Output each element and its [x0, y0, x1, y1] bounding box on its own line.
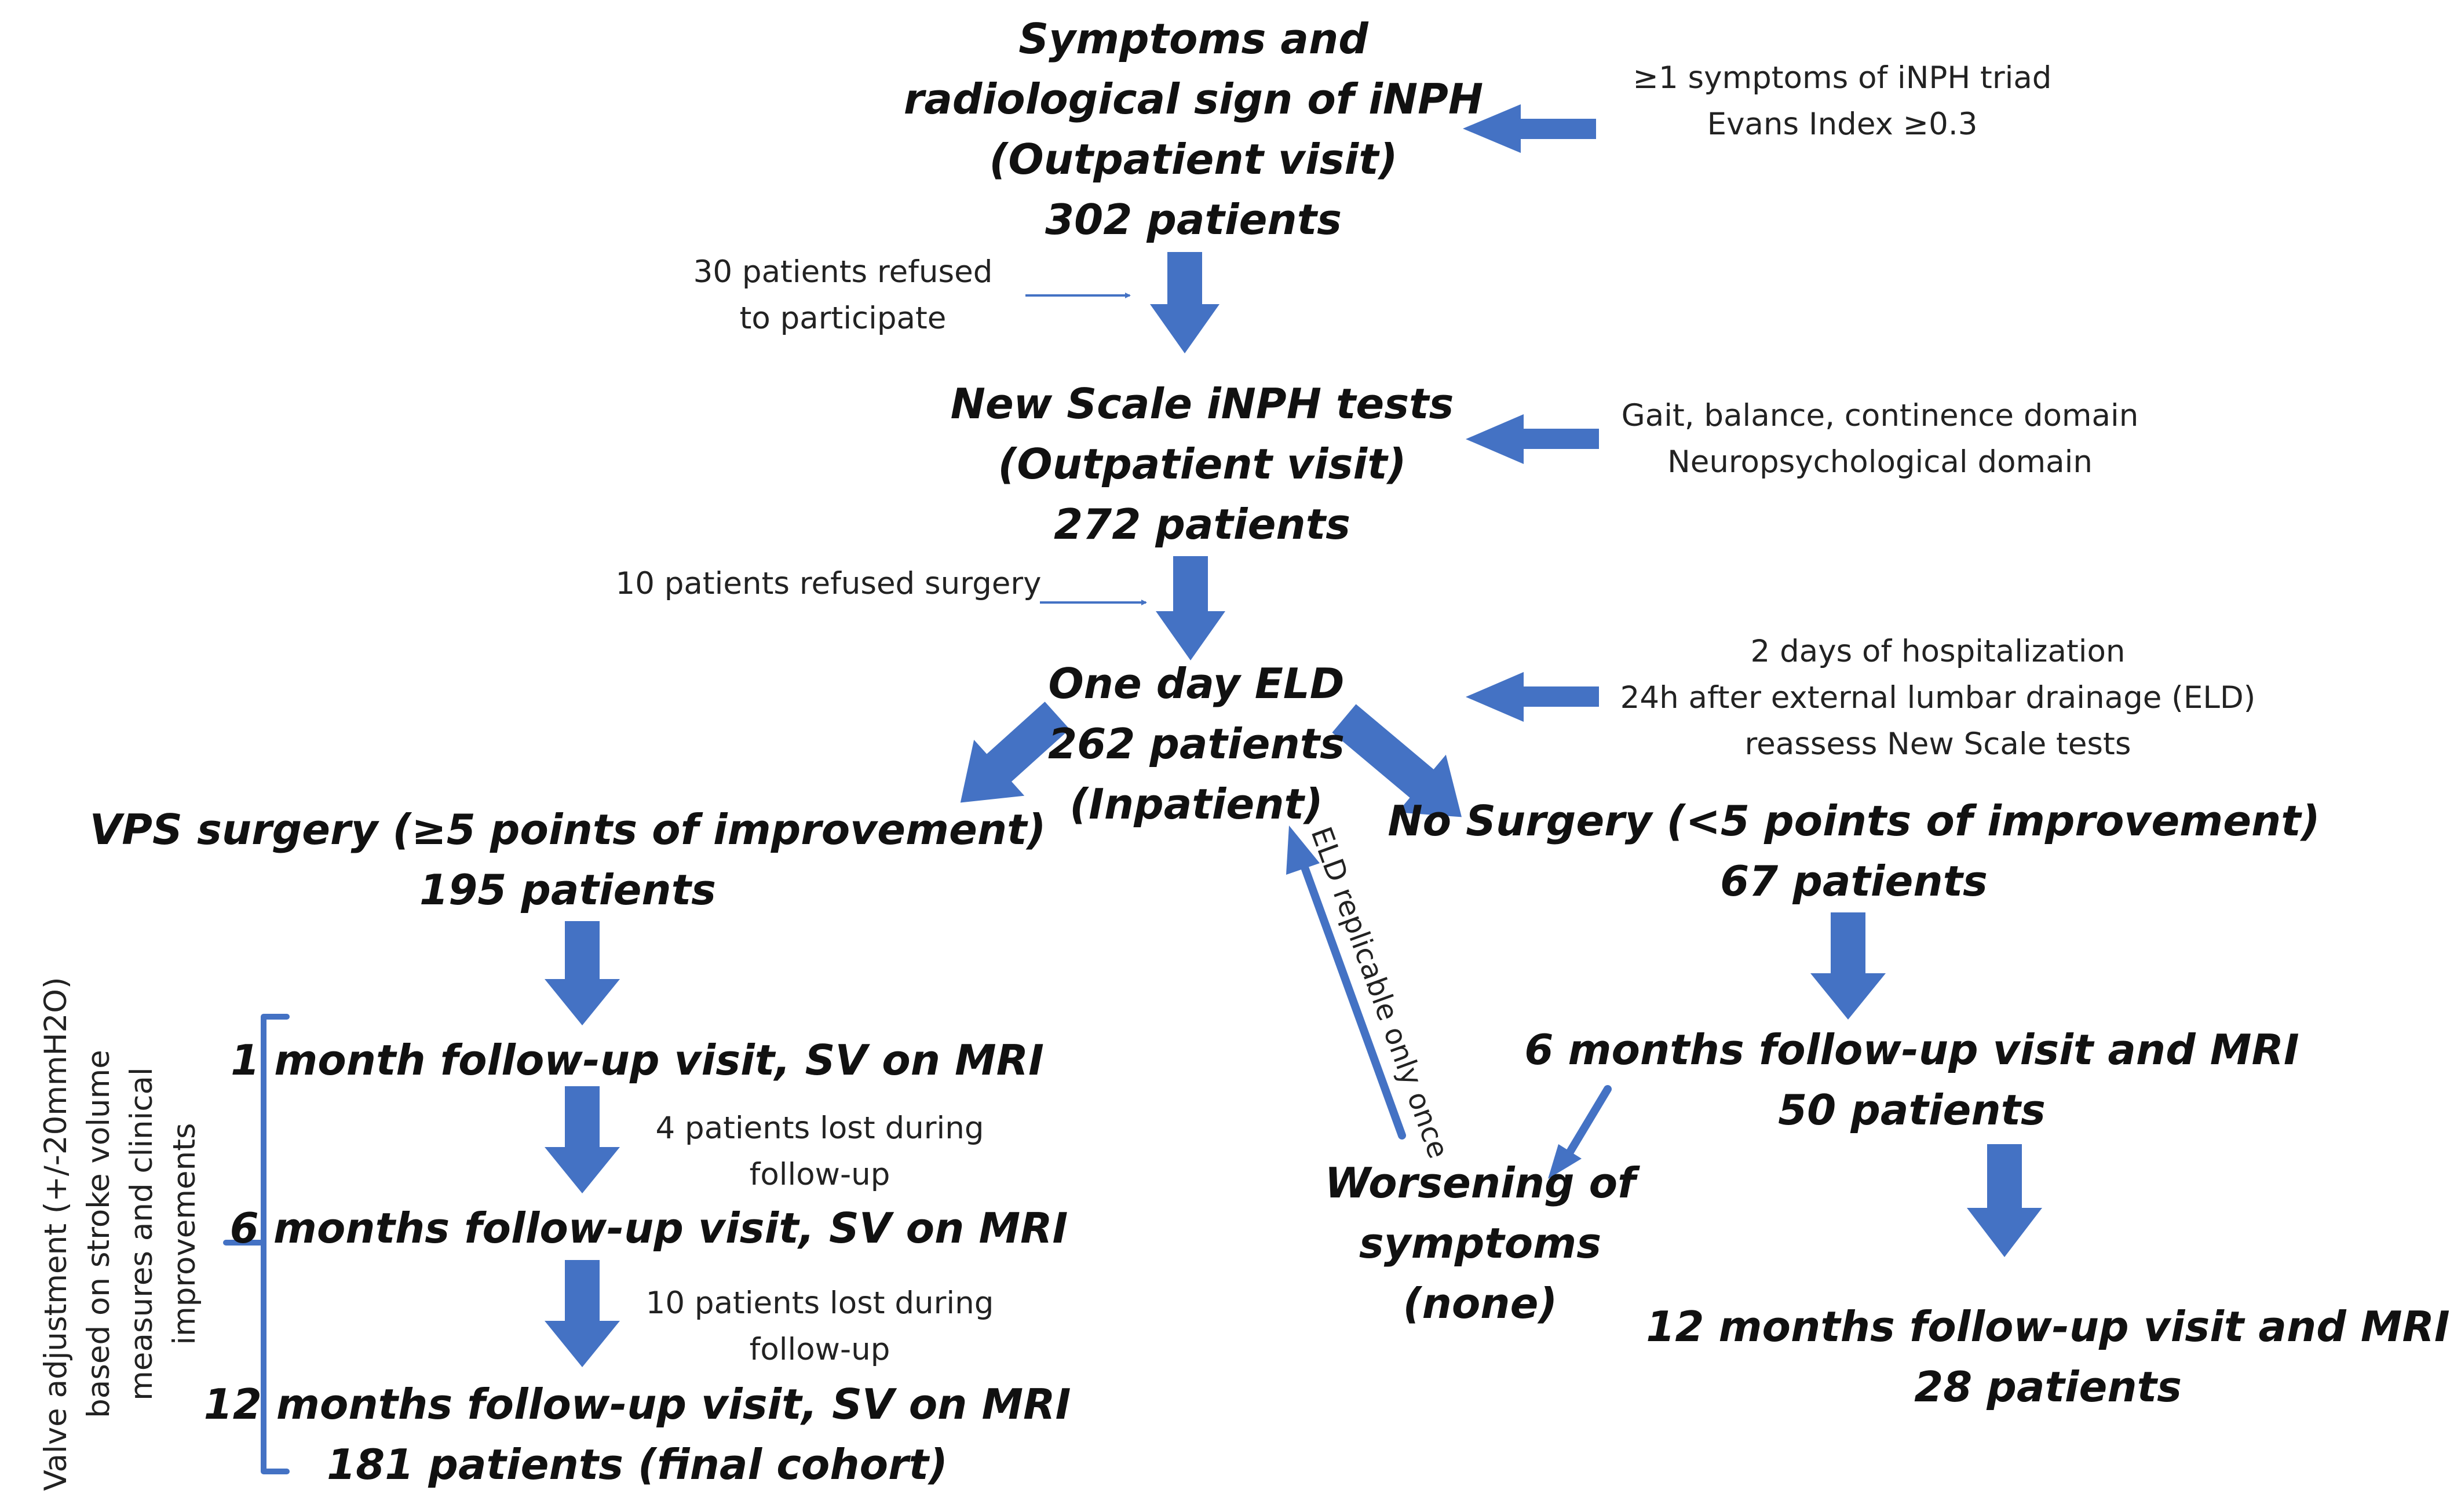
node-ns-6-months-line: 50 patients [1778, 1086, 2046, 1134]
arrow-vps-to-1m [545, 921, 620, 1025]
note-refused-participate-line: to participate [739, 301, 947, 336]
node-symptoms-line: Symptoms and [1018, 14, 1368, 63]
note-lost-10-line: 10 patients lost during [645, 1285, 994, 1321]
node-vps-6-months-line: 6 months follow-up visit, SV on MRI [229, 1204, 1068, 1252]
arrow-6m-to-12m [545, 1260, 620, 1367]
arrow-ns6m-to-ns12m [1967, 1144, 2042, 1257]
note-criteria-line: ≥1 symptoms of iNPH triad [1633, 60, 2052, 96]
node-vps-6-months: 6 months follow-up visit, SV on MRI [230, 1198, 1068, 1258]
node-no-surgery-line: 67 patients [1720, 857, 1988, 905]
note-refused-participate-line: 30 patients refused [693, 254, 993, 290]
arrows-layer [223, 104, 2042, 1474]
arrow-nosurgery-to-6m [1810, 912, 1886, 1020]
note-domains-line: Gait, balance, continence domain [1621, 398, 2139, 433]
note-eld-info: 2 days of hospitalization 24h after exte… [1620, 629, 2256, 768]
node-ns-6-months-line: 6 months follow-up visit and MRI [1524, 1025, 2299, 1074]
node-vps-12-months-line: 12 months follow-up visit, SV on MRI [203, 1380, 1071, 1429]
note-eld-info-line: 24h after external lumbar drainage (ELD) [1620, 680, 2256, 715]
node-new-scale-line: New Scale iNPH tests [950, 379, 1454, 428]
arrow-newscale-to-eld [1156, 556, 1225, 660]
node-symptoms-line: radiological sign of iNPH [903, 75, 1484, 123]
note-refused-surgery: 10 patients refused surgery [615, 561, 1041, 607]
note-lost-4: 4 patients lost during follow-up [655, 1105, 984, 1198]
arrow-worsening-to-eld-head [1286, 826, 1320, 875]
node-ns-6-months: 6 months follow-up visit and MRI 50 pati… [1524, 1020, 2299, 1140]
valve-adjustment-line: Valve adjustment (+/-20mmH2O) [38, 977, 74, 1491]
bracket [223, 1014, 290, 1474]
node-symptoms: Symptoms and radiological sign of iNPH (… [904, 9, 1483, 250]
node-new-scale-line: (Outpatient visit) [998, 440, 1407, 488]
note-criteria: ≥1 symptoms of iNPH triad Evans Index ≥0… [1633, 55, 2052, 148]
node-new-scale-line: 272 patients [1054, 500, 1350, 549]
arrow-ns6m-to-worsening-head [1548, 1144, 1582, 1179]
node-eld-line: One day ELD [1048, 659, 1345, 708]
node-worsening: Worsening of symptoms (none) [1325, 1153, 1636, 1334]
node-eld-line: (Inpatient) [1069, 780, 1323, 828]
node-vps-1-month: 1 month follow-up visit, SV on MRI [231, 1030, 1044, 1090]
note-domains: Gait, balance, continence domain Neurops… [1622, 393, 2139, 485]
arrow-eld-info [1466, 672, 1599, 722]
flowchart: Symptoms and radiological sign of iNPH (… [35, 9, 2450, 1512]
node-ns-12-months-line: 28 patients [1914, 1363, 2182, 1411]
node-ns-12-months: 12 months follow-up visit and MRI 28 pat… [1646, 1296, 2449, 1417]
note-lost-10: 10 patients lost during follow-up [646, 1280, 994, 1373]
note-domains-line: Neuropsychological domain [1667, 444, 2093, 480]
node-ns-12-months-line: 12 months follow-up visit and MRI [1646, 1302, 2450, 1351]
arrow-eld-to-nosurgery [1332, 704, 1462, 817]
node-worsening-line: Worsening of [1324, 1159, 1636, 1207]
node-vps-surgery: VPS surgery (≥5 points of improvement) 1… [90, 799, 1046, 920]
node-worsening-line: symptoms [1359, 1219, 1602, 1268]
node-eld: One day ELD 262 patients (Inpatient) [1048, 653, 1345, 834]
valve-adjustment-line: based on stroke volume [81, 1050, 116, 1418]
node-vps-12-months-line: 181 patients (final cohort) [327, 1440, 948, 1489]
valve-adjustment-label: Valve adjustment (+/-20mmH2O) based on s… [35, 956, 206, 1512]
node-vps-surgery-line: VPS surgery (≥5 points of improvement) [89, 805, 1046, 854]
arrow-symptoms-to-newscale [1150, 252, 1219, 353]
node-vps-surgery-line: 195 patients [419, 865, 716, 914]
node-eld-line: 262 patients [1048, 720, 1345, 768]
node-no-surgery: No Surgery (<5 points of improvement) 67… [1388, 791, 2320, 911]
node-vps-1-month-line: 1 month follow-up visit, SV on MRI [231, 1036, 1044, 1084]
valve-adjustment-line: improvements [167, 1123, 202, 1345]
node-no-surgery-line: No Surgery (<5 points of improvement) [1388, 797, 2320, 845]
node-new-scale: New Scale iNPH tests (Outpatient visit) … [951, 374, 1454, 554]
valve-adjustment-line: measures and clinical [124, 1067, 159, 1401]
note-refused-surgery-line: 10 patients refused surgery [615, 566, 1042, 601]
arrow-1m-to-6m [545, 1086, 620, 1193]
note-refused-participate: 30 patients refused to participate [693, 249, 993, 342]
node-symptoms-line: (Outpatient visit) [989, 135, 1398, 184]
node-worsening-line: (none) [1403, 1279, 1558, 1328]
arrow-domains [1466, 414, 1599, 464]
note-eld-info-line: 2 days of hospitalization [1750, 634, 2126, 669]
arrow-eld-to-vps [960, 702, 1070, 803]
note-lost-4-line: follow-up [749, 1157, 890, 1192]
node-symptoms-line: 302 patients [1045, 195, 1342, 244]
arrow-ns6m-to-worsening [1560, 1085, 1612, 1166]
note-eld-info-line: reassess New Scale tests [1744, 726, 2131, 762]
note-criteria-line: Evans Index ≥0.3 [1707, 107, 1978, 142]
arrow-worsening-to-eld [1297, 852, 1406, 1140]
note-lost-10-line: follow-up [749, 1332, 890, 1367]
node-vps-12-months: 12 months follow-up visit, SV on MRI 181… [204, 1374, 1071, 1495]
arrow-criteria [1463, 104, 1596, 153]
note-lost-4-line: 4 patients lost during [655, 1111, 984, 1146]
